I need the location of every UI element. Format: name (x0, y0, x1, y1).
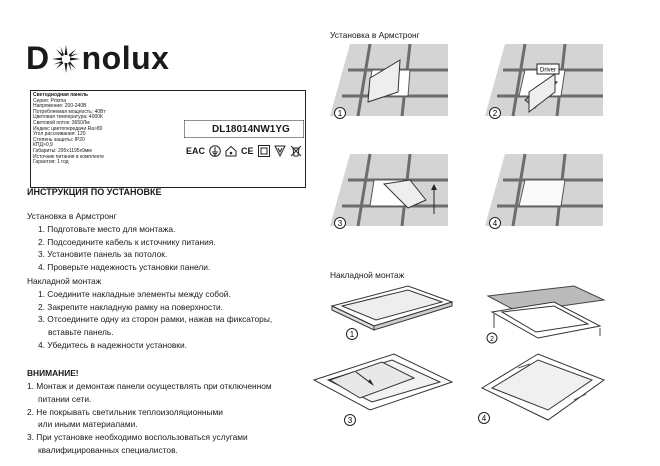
step-number: 3 (338, 219, 343, 228)
driver-label: Driver (540, 68, 556, 74)
surface-step-2-figure: 2 (486, 285, 606, 344)
ce-mark: CE (241, 146, 254, 156)
spec-line: Серия: Prisma (33, 97, 67, 104)
surface-step-1-figure: 1 (330, 285, 454, 340)
warning-item: 1. Монтаж и демонтаж панели осуществлять… (27, 381, 272, 391)
warning-title: ВНИМАНИЕ! (27, 368, 79, 378)
sun-logo-icon (51, 44, 80, 73)
warning-item: 3. При установке необходимо воспользоват… (27, 432, 248, 443)
armstrong-figures-title: Установка в Армстронг (330, 30, 420, 40)
armstrong-step-4-figure: 4 (485, 153, 603, 229)
step-number: 2 (493, 109, 498, 118)
step: 4. Проверьте надежность установки панели… (38, 262, 211, 273)
step: 2. Подсоедините кабель к источнику питан… (38, 236, 216, 247)
step-number: 4 (493, 219, 498, 228)
step-number: 1 (338, 109, 343, 118)
surface-step-3-figure: 3 (312, 353, 454, 426)
surface-figures-title: Накладной монтаж (330, 270, 405, 280)
warning-item-continued: питании сети. (38, 393, 92, 404)
spec-line: Потребляемая мощность: 40Вт (33, 108, 106, 115)
step-number: 3 (348, 416, 353, 425)
no-dispose-bin-icon (290, 145, 301, 157)
step: 1. Соедините накладные элементы между со… (38, 288, 231, 299)
instructions-heading: ИНСТРУКЦИЯ ПО УСТАНОВКЕ (27, 187, 162, 197)
class-ii-icon (257, 145, 270, 157)
armstrong-step-1-figure: 1 (330, 43, 448, 119)
section-title: Накладной монтаж (27, 276, 102, 286)
model-number: DL18014NW1YG (212, 124, 290, 135)
spec-line: КПД>0,9 (33, 142, 53, 149)
warning-item-continued: или иными материалами. (38, 419, 138, 430)
spec-line: Напряжение: 200-240В (33, 103, 87, 110)
spec-line: Световой поток: 3650Лм (33, 119, 90, 126)
spec-line: Источник питания в комплекте (33, 153, 105, 160)
spec-title: Светодиодная панель (33, 92, 89, 98)
armstrong-step-2-figure: Driver 2 (485, 43, 603, 119)
spec-line: Степень защиты: IP20 (33, 136, 85, 143)
armstrong-section: Установка в Армстронг 1. Подготовьте мес… (27, 210, 317, 274)
step-number: 4 (482, 414, 487, 423)
logo-letter-d: D (26, 40, 50, 76)
model-bar (184, 120, 304, 138)
spec-line: Угол рассеивания: 120 (33, 131, 86, 138)
brand-logo: D nolux (26, 40, 169, 77)
spec-list: Светодиодная панель Серия: Prisma Напряж… (33, 92, 183, 166)
spec-line: Гарантия: 1 год (33, 159, 69, 166)
warning-section: 1. Монтаж и демонтаж панели осуществлять… (27, 380, 317, 457)
step: 2. Закрепите накладную рамку на поверхно… (38, 301, 224, 312)
surface-section: Накладной монтаж 1. Соедините накладные … (27, 275, 317, 352)
voltage-triangle-icon (273, 145, 286, 157)
step-continued: вставьте панель. (48, 327, 114, 338)
surface-step-4-figure: 4 (478, 353, 606, 424)
armstrong-step-3-figure: 3 (330, 153, 448, 229)
ground-icon (209, 145, 221, 157)
spec-line: Габариты: 295х1195х9мм (33, 147, 92, 154)
spec-line: Цветовая температура: 4000К (33, 114, 103, 121)
step: 4. Убедитесь в надежности установки. (38, 339, 187, 350)
step: 3. Установите панель за потолок. (38, 249, 168, 260)
step: 1. Подготовьте место для монтажа. (38, 223, 176, 234)
indoor-use-icon (225, 145, 237, 157)
step: 3. Отсоедините одну из сторон рамки, наж… (38, 314, 273, 325)
step-number: 1 (350, 330, 355, 339)
section-title: Установка в Армстронг (27, 211, 117, 221)
eac-mark: EAC (186, 146, 206, 156)
warning-item-continued: квалифицированных специалистов. (38, 444, 178, 455)
spec-box (30, 90, 306, 188)
step-number: 2 (490, 336, 494, 343)
logo-text: nolux (81, 40, 170, 76)
certification-marks: EAC CE (186, 145, 302, 157)
warning-item: 2. Не покрывать светильник теплоизоляцио… (27, 406, 223, 417)
spec-line: Индекс цветопередачи Ra>80 (33, 125, 103, 132)
